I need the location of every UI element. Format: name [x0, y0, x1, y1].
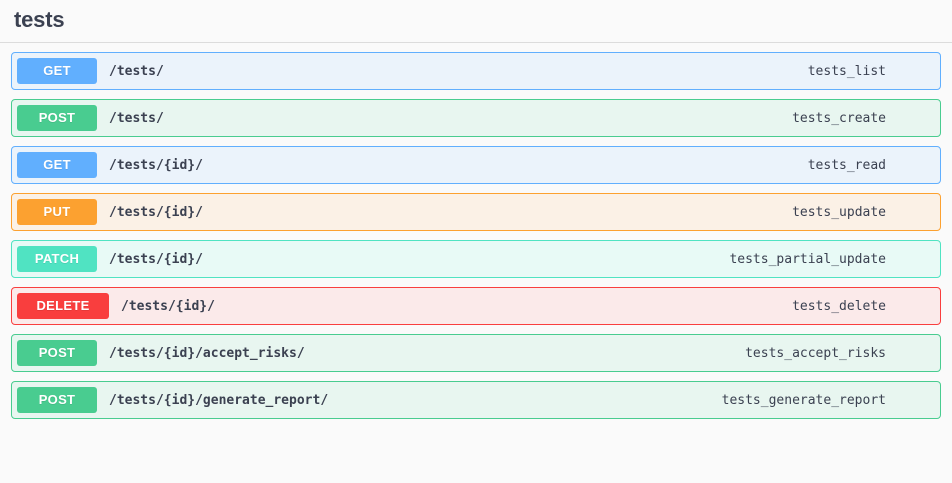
method-badge-get: GET	[17, 152, 97, 178]
method-badge-patch: PATCH	[17, 246, 97, 272]
operation-path: /tests/{id}/	[109, 204, 203, 220]
operation-row[interactable]: POST/tests/tests_create	[11, 99, 941, 137]
operation-row[interactable]: POST/tests/{id}/accept_risks/tests_accep…	[11, 334, 941, 372]
method-badge-post: POST	[17, 105, 97, 131]
operation-row[interactable]: GET/tests/{id}/ tests_read	[11, 146, 941, 184]
tag-header[interactable]: tests	[0, 0, 952, 43]
operation-id: tests_accept_risks	[745, 345, 886, 361]
method-badge-delete: DELETE	[17, 293, 109, 319]
method-badge-post: POST	[17, 340, 97, 366]
method-badge-get: GET	[17, 58, 97, 84]
page-title: tests	[14, 7, 65, 32]
operation-id: tests_read	[807, 157, 886, 173]
operation-path: /tests/{id}/accept_risks/	[109, 345, 305, 361]
operation-id: tests_update	[792, 204, 886, 220]
operation-row[interactable]: PATCH/tests/{id}/ tests_partial_update	[11, 240, 941, 278]
operation-id: tests_list	[807, 63, 886, 79]
operation-path: /tests/{id}/generate_report/	[109, 392, 329, 408]
operation-row[interactable]: GET/tests/tests_list	[11, 52, 941, 90]
operation-path: /tests/{id}/	[109, 251, 203, 267]
operation-row[interactable]: DELETE/tests/{id}/ tests_delete	[11, 287, 941, 325]
operation-path: /tests/{id}/	[109, 157, 203, 173]
operation-path: /tests/	[109, 110, 164, 126]
method-badge-put: PUT	[17, 199, 97, 225]
operation-id: tests_generate_report	[721, 392, 886, 408]
operation-id: tests_partial_update	[729, 251, 886, 267]
operation-row[interactable]: POST/tests/{id}/generate_report/tests_ge…	[11, 381, 941, 419]
operation-row[interactable]: PUT/tests/{id}/ tests_update	[11, 193, 941, 231]
operation-path: /tests/{id}/	[121, 298, 215, 314]
method-badge-post: POST	[17, 387, 97, 413]
operation-path: /tests/	[109, 63, 164, 79]
operation-id: tests_create	[792, 110, 886, 126]
operation-id: tests_delete	[792, 298, 886, 314]
